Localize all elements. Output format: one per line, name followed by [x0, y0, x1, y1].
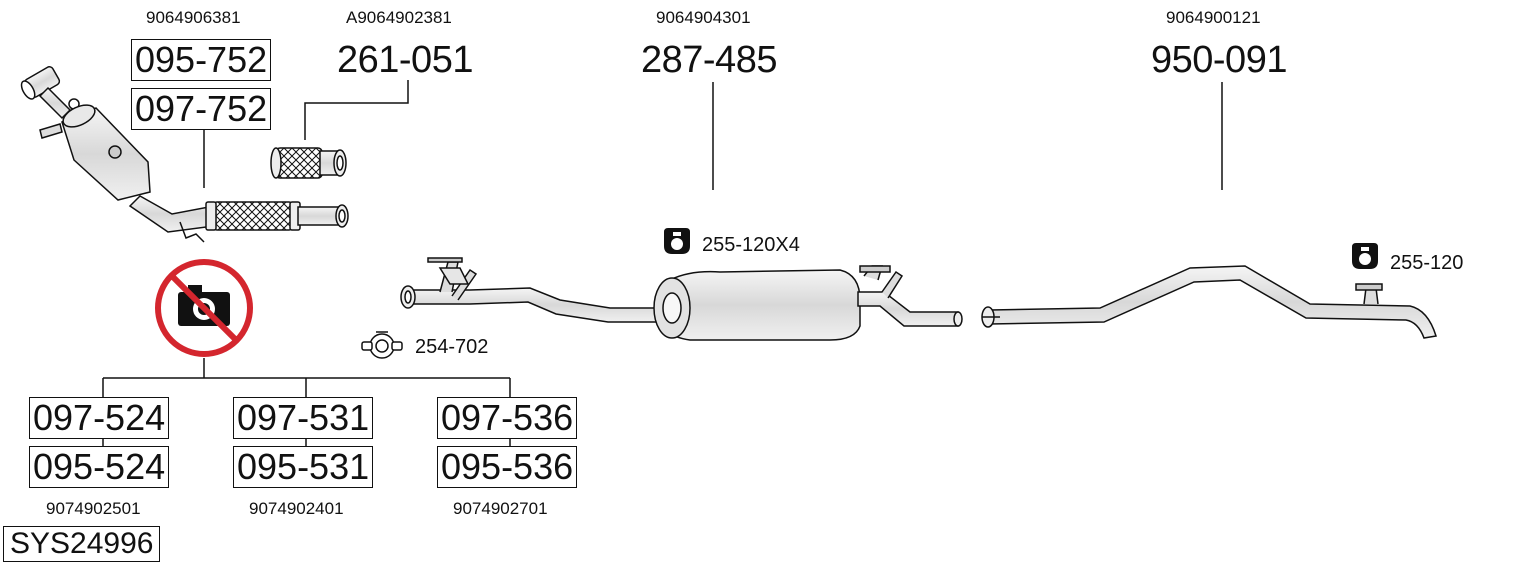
flex-code[interactable]: 261-051 [337, 39, 473, 81]
clamp-label[interactable]: 254-702 [415, 336, 489, 358]
catalytic-converter-drawing [20, 66, 349, 243]
middle-code[interactable]: 287-485 [641, 39, 777, 81]
dpf-option-3-oe: 9074902701 [453, 499, 548, 518]
middle-silencer-drawing [400, 257, 963, 341]
middle-oe-number: 9064904301 [656, 8, 751, 27]
cat-code-1[interactable]: 095-752 [131, 39, 272, 81]
cat-oe-number: 9064906381 [146, 8, 241, 27]
rubber-hanger-icon [664, 228, 690, 254]
clamp-icon [361, 331, 403, 359]
dpf-option-3-code-2[interactable]: 095-536 [437, 446, 578, 488]
flex-oe-number: A9064902381 [346, 8, 452, 27]
dpf-option-2-oe: 9074902401 [249, 499, 344, 518]
dpf-option-1-oe: 9074902501 [46, 499, 141, 518]
rear-oe-number: 9064900121 [1166, 8, 1261, 27]
rubber-hanger-icon [1352, 243, 1378, 269]
middle-hanger-label[interactable]: 255-120X4 [702, 234, 800, 256]
system-code[interactable]: SYS24996 [3, 526, 161, 562]
flex-pipe-drawing [270, 147, 347, 179]
rear-pipe-drawing [981, 265, 1437, 339]
cat-code-2[interactable]: 097-752 [131, 88, 272, 130]
dpf-option-2-code-2[interactable]: 095-531 [233, 446, 374, 488]
rear-code[interactable]: 950-091 [1151, 39, 1287, 81]
rear-hanger-label[interactable]: 255-120 [1390, 252, 1464, 274]
dpf-option-3-code-1[interactable]: 097-536 [437, 397, 578, 439]
leader-lines [102, 80, 1223, 448]
no-camera-icon [155, 259, 253, 357]
dpf-option-1-code-2[interactable]: 095-524 [29, 446, 170, 488]
dpf-option-1-code-1[interactable]: 097-524 [29, 397, 170, 439]
dpf-option-2-code-1[interactable]: 097-531 [233, 397, 374, 439]
